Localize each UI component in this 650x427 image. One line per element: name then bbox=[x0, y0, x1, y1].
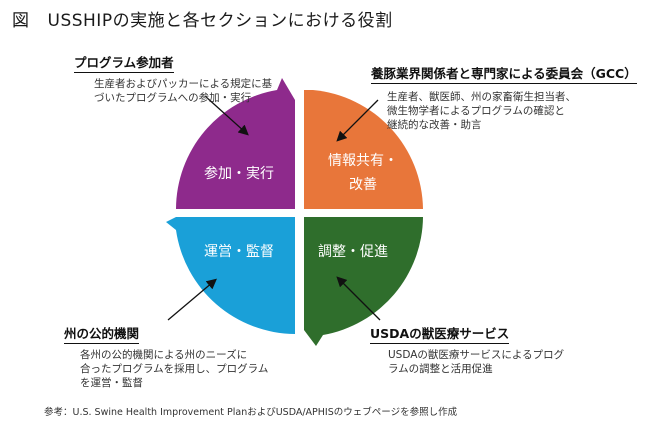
arrow-producers bbox=[204, 95, 249, 136]
quadrant-coordination bbox=[304, 217, 423, 346]
block-gcc-line: 生産者、獣医師、州の家畜衛生担当者、 bbox=[387, 91, 576, 103]
quadrant-label-administration: 運営・監督 bbox=[204, 244, 274, 260]
quadrant-label-info-sharing: 情報共有・ 改善 bbox=[320, 149, 406, 197]
block-gcc-heading: 養豚業界関係者と専門家による委員会（GCC） bbox=[371, 63, 637, 84]
block-state: 州の公的機関 各州の公的機関による州のニーズに 合ったプログラムを採用し、プログ… bbox=[64, 323, 268, 390]
block-state-line: 各州の公的機関による州のニーズに bbox=[80, 349, 248, 361]
quadrant-label-info-sharing-line2: 改善 bbox=[349, 177, 377, 193]
arrow-gcc bbox=[336, 99, 379, 142]
page-title: 図 USSHIPの実施と各セクションにおける役割 bbox=[12, 6, 393, 31]
block-state-line: を運営・監督 bbox=[80, 377, 143, 389]
arrow-state bbox=[167, 278, 217, 321]
figure-label: 図 bbox=[12, 11, 30, 31]
source-note: 参考：U.S. Swine Health Improvement Planおよび… bbox=[44, 407, 458, 418]
block-usda-description: USDAの獣医療サービスによるプログ ラムの調整と活用促進 bbox=[370, 348, 564, 376]
block-state-heading: 州の公的機関 bbox=[64, 323, 140, 344]
quadrant-label-coordination: 調整・促進 bbox=[318, 244, 388, 260]
quadrant-administration bbox=[166, 217, 295, 334]
block-usda-heading: USDAの獣医療サービス bbox=[370, 323, 510, 344]
block-producers-line: 生産者およびパッカーによる規定に基 bbox=[94, 78, 273, 90]
block-usda: USDAの獣医療サービス USDAの獣医療サービスによるプログ ラムの調整と活用… bbox=[370, 323, 564, 376]
block-gcc-line: 微生物学者によるプログラムの確認と bbox=[387, 105, 565, 117]
figure-title: USSHIPの実施と各セクションにおける役割 bbox=[47, 11, 393, 31]
block-producers-heading: プログラム参加者 bbox=[74, 52, 174, 73]
quadrant-label-info-sharing-line1: 情報共有・ bbox=[328, 153, 398, 169]
block-usda-line: ラムの調整と活用促進 bbox=[388, 363, 493, 375]
quadrant-info-sharing bbox=[304, 90, 423, 209]
block-producers-description: 生産者およびパッカーによる規定に基 づいたプログラムへの参加・実行 bbox=[74, 77, 272, 105]
block-gcc: 養豚業界関係者と専門家による委員会（GCC） 生産者、獣医師、州の家畜衛生担当者… bbox=[371, 63, 637, 132]
block-state-line: 合ったプログラムを採用し、プログラム bbox=[80, 363, 269, 375]
block-gcc-description: 生産者、獣医師、州の家畜衛生担当者、 微生物学者によるプログラムの確認と 継続的… bbox=[371, 90, 637, 132]
quadrant-participation bbox=[176, 78, 295, 209]
block-producers: プログラム参加者 生産者およびパッカーによる規定に基 づいたプログラムへの参加・… bbox=[74, 52, 272, 105]
arrow-usda bbox=[336, 276, 381, 321]
quadrant-label-participation: 参加・実行 bbox=[204, 166, 274, 182]
block-state-description: 各州の公的機関による州のニーズに 合ったプログラムを採用し、プログラム を運営・… bbox=[64, 348, 268, 390]
block-gcc-line: 継続的な改善・助言 bbox=[387, 119, 482, 131]
block-producers-line: づいたプログラムへの参加・実行 bbox=[94, 92, 252, 104]
block-usda-line: USDAの獣医療サービスによるプログ bbox=[388, 349, 565, 361]
